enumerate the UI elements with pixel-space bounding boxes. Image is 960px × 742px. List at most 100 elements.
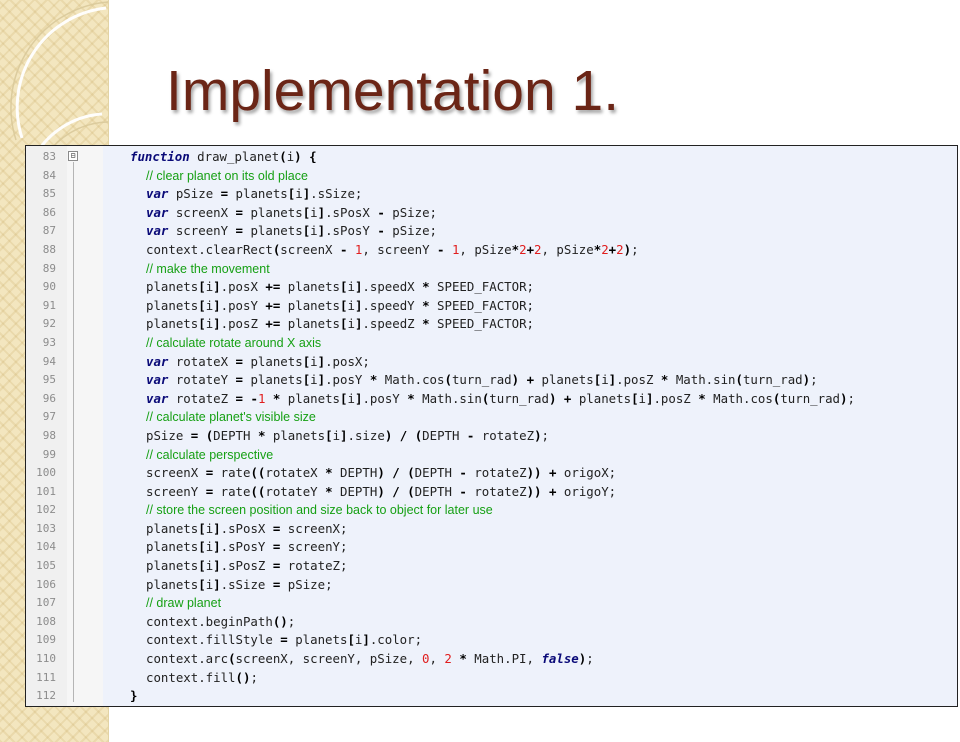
code-text: pSize = (DEPTH * planets[i].size) / (DEP…: [146, 427, 549, 446]
operator: ]: [354, 390, 363, 406]
code-text: planets[i].sPosZ = rotateZ;: [146, 557, 347, 576]
number-literal: 2: [616, 241, 624, 257]
number-literal: 2: [601, 241, 609, 257]
code-token: ;: [586, 651, 594, 667]
code-token: i: [310, 223, 318, 239]
code-token: .sPosY: [325, 223, 378, 239]
code-text: var screenY = planets[i].sPosY - pSize;: [146, 222, 437, 241]
code-line: 103 planets[i].sPosX = screenX;: [26, 520, 957, 539]
code-line: 84// clear planet on its old place: [26, 167, 957, 186]
line-number: 90: [42, 280, 56, 294]
code-token: rotateZ: [466, 465, 527, 481]
operator: *: [407, 390, 415, 406]
code-token: DEPTH: [213, 427, 258, 443]
operator: (: [407, 483, 415, 499]
operator: +: [548, 465, 557, 481]
code-text: context.beginPath();: [146, 613, 295, 632]
code-token: rotateY: [168, 372, 236, 388]
keyword: var: [146, 204, 169, 220]
operator: -: [377, 204, 385, 220]
operator: [: [593, 372, 602, 388]
code-token: planets: [280, 390, 341, 406]
operator: [: [631, 390, 639, 406]
code-token: planets: [146, 520, 199, 536]
operator: ]: [317, 372, 326, 388]
code-token: pSize: [168, 186, 221, 202]
code-token: screenX: [280, 241, 340, 257]
code-line: 94 var rotateX = planets[i].posX;: [26, 353, 957, 372]
operator: ]: [608, 372, 617, 388]
operator: (: [228, 651, 236, 667]
code-token: [407, 428, 414, 443]
code-token: i: [601, 372, 609, 388]
operator: ]: [317, 353, 326, 369]
code-text: planets[i].sSize = pSize;: [146, 576, 333, 595]
line-number: 91: [42, 298, 56, 312]
operator: *: [459, 651, 467, 667]
operator: *: [325, 483, 333, 499]
operator: ): [377, 465, 385, 481]
code-token: rotateX: [168, 353, 236, 369]
operator: ]: [317, 223, 326, 239]
fold-collapse-icon[interactable]: ⊟: [68, 151, 78, 161]
code-token: .posZ: [220, 316, 266, 332]
line-number: 112: [36, 689, 56, 703]
code-token: i: [347, 316, 355, 332]
code-token: rotateX: [265, 465, 326, 481]
code-token: rate: [213, 483, 251, 499]
operator: ]: [213, 316, 221, 332]
code-text: // clear planet on its old place: [146, 167, 308, 186]
code-token: planets: [243, 372, 303, 388]
code-token: turn_rad: [489, 390, 549, 406]
keyword: var: [146, 372, 169, 388]
code-text: var pSize = planets[i].sSize;: [146, 185, 362, 204]
line-number: 98: [42, 428, 56, 442]
code-token: .speedZ: [362, 316, 423, 332]
code-token: rotateZ: [474, 427, 535, 443]
code-token: DEPTH: [414, 465, 460, 481]
code-text: screenX = rate((rotateX * DEPTH) / (DEPT…: [146, 464, 616, 483]
operator: +: [526, 241, 535, 257]
code-token: i: [205, 520, 214, 536]
operator: =: [235, 390, 243, 406]
operator: (): [272, 613, 288, 629]
code-token: planets: [146, 539, 199, 555]
operator: ): [802, 372, 811, 388]
code-token: .speedY: [362, 297, 423, 313]
operator: (: [772, 390, 781, 406]
operator: [: [340, 316, 348, 332]
code-token: rotateZ: [168, 390, 236, 406]
operator: -: [466, 427, 475, 443]
code-token: ;: [541, 427, 550, 443]
number-literal: 1: [354, 241, 363, 257]
keyword: var: [146, 186, 169, 202]
operator: *: [422, 279, 430, 295]
operator: *: [660, 372, 669, 388]
operator: =: [235, 372, 243, 388]
code-token: planets: [146, 576, 199, 592]
line-number: 108: [36, 614, 56, 628]
line-number: 109: [36, 633, 56, 647]
line-number: 97: [42, 410, 56, 424]
code-token: rotateY: [265, 483, 326, 499]
code-text: var rotateX = planets[i].posX;: [146, 353, 370, 372]
code-token: context.fillStyle: [146, 632, 281, 648]
code-text: planets[i].sPosX = screenX;: [146, 520, 347, 539]
line-number: 94: [42, 354, 56, 368]
code-token: .posZ: [616, 372, 661, 388]
code-token: planets: [534, 372, 594, 388]
operator: +=: [265, 297, 281, 313]
operator: =: [205, 483, 214, 499]
code-token: ;: [250, 669, 258, 685]
operator: (: [481, 390, 490, 406]
operator: (): [235, 669, 251, 685]
code-token: i: [638, 390, 646, 406]
line-number: 103: [36, 521, 56, 535]
code-token: ,: [429, 651, 445, 667]
line-number: 110: [36, 652, 56, 666]
code-token: rotateZ;: [280, 558, 348, 574]
code-token: [392, 428, 399, 443]
